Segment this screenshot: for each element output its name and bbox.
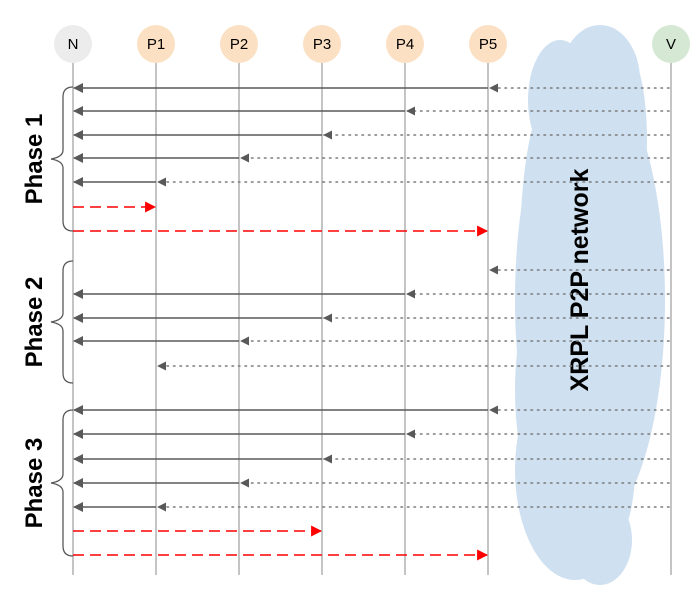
node-label: P4: [396, 36, 414, 53]
node-circle: [652, 25, 690, 63]
phase-1-bracket: [50, 86, 74, 232]
node-p2: P2: [220, 25, 258, 63]
phase-2-label: Phase 2: [21, 277, 48, 368]
node-label: P1: [147, 36, 165, 53]
node-circle: [469, 25, 507, 63]
cloud-blob: [568, 495, 632, 585]
phase-1-label: Phase 1: [21, 114, 48, 205]
phase-3-group: Phase 3: [21, 409, 74, 557]
node-circle: [386, 25, 424, 63]
phase-3-label: Phase 3: [21, 438, 48, 529]
node-label: P3: [313, 36, 331, 53]
node-p3: P3: [303, 25, 341, 63]
node-circle: [303, 25, 341, 63]
phase-1-group: Phase 1: [21, 86, 74, 232]
node-p1: P1: [137, 25, 175, 63]
node-p5: P5: [469, 25, 507, 63]
node-n: N: [54, 25, 92, 63]
node-label: P2: [230, 36, 248, 53]
phase-2-group: Phase 2: [21, 260, 74, 384]
p2p-network-cloud: XRPL P2P network: [515, 25, 665, 585]
node-circle: [220, 25, 258, 63]
node-label: V: [666, 36, 676, 53]
cloud-blob: [592, 70, 648, 450]
node-v: V: [652, 25, 690, 63]
phase-2-bracket: [50, 260, 74, 384]
node-circle: [54, 25, 92, 63]
node-circle: [137, 25, 175, 63]
cloud-blob: [515, 270, 595, 510]
messages: [73, 83, 670, 561]
network-label: XRPL P2P network: [566, 169, 594, 392]
nodes: N P1 P2 P3 P4 P5 V: [54, 25, 690, 63]
node-label: N: [68, 36, 79, 53]
node-label: P5: [479, 36, 497, 53]
phase-3-bracket: [50, 409, 74, 557]
node-p4: P4: [386, 25, 424, 63]
